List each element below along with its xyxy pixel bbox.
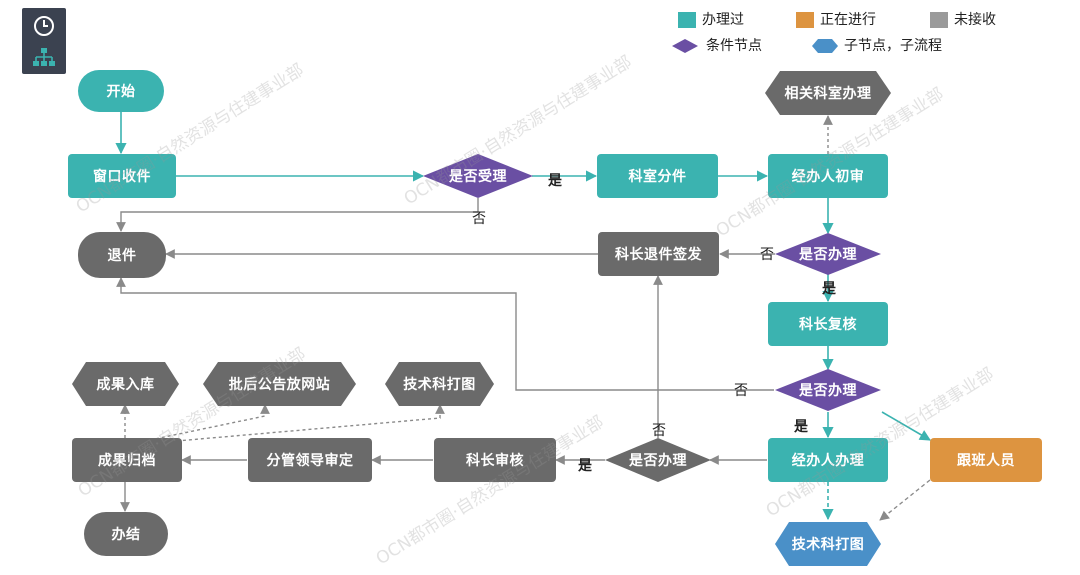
section-assign-node[interactable]: 科室分件	[597, 154, 718, 198]
left-toolbar	[22, 8, 66, 74]
handle2-yes-label: 是	[794, 419, 808, 435]
accept-no-label: 否	[472, 211, 486, 227]
edge-archive-to-tech-map-top	[164, 404, 445, 443]
legend-swatch-done	[678, 12, 696, 28]
accept-check-label: 是否受理	[449, 169, 507, 185]
edge-shadow-to-tech-map	[879, 479, 931, 521]
legend-label-condition: 条件节点	[706, 38, 762, 54]
handle-check-3-label: 是否办理	[629, 453, 687, 469]
related-section-label: 相关科室办理	[784, 86, 872, 102]
finish-node[interactable]: 办结	[84, 512, 168, 556]
legend-swatch-in-progress	[796, 12, 814, 28]
accept-yes-label: 是	[548, 173, 562, 189]
related-section-hexagon[interactable]	[765, 71, 891, 115]
result-archive-node[interactable]: 成果归档	[72, 438, 182, 482]
handle1-yes-label: 是	[822, 281, 836, 297]
handle3-no-label: 否	[652, 423, 666, 439]
window-receive-node[interactable]: 窗口收件	[68, 154, 176, 198]
publish-web-hexagon[interactable]	[203, 362, 356, 406]
handle3-yes-label: 是	[578, 458, 592, 474]
handle-check-1-diamond[interactable]	[775, 233, 881, 275]
history-clock-icon[interactable]	[22, 8, 66, 41]
tech-map-top-hexagon[interactable]	[385, 362, 494, 406]
result-storage-hexagon[interactable]	[72, 362, 179, 406]
legend-label-not-received: 未接收	[954, 12, 996, 28]
tech-map-bottom-hexagon[interactable]	[775, 522, 881, 566]
chief-return-sign-node[interactable]: 科长退件签发	[598, 232, 719, 276]
legend-label-in-progress: 正在进行	[820, 12, 876, 28]
chief-review-node[interactable]: 科长审核	[434, 438, 556, 482]
legend-diamond-icon	[672, 39, 698, 53]
handle-check-2-label: 是否办理	[799, 383, 857, 399]
result-storage-label: 成果入库	[96, 377, 155, 393]
return-node[interactable]: 退件	[78, 232, 166, 278]
tech-map-bottom-label: 技术科打图	[791, 537, 865, 553]
chief-recheck-node[interactable]: 科长复核	[768, 302, 888, 346]
handle2-no-label: 否	[734, 383, 748, 399]
start-node[interactable]: 开始	[78, 70, 164, 112]
handle1-no-label: 否	[760, 247, 774, 263]
legend-label-done: 办理过	[702, 12, 744, 28]
officer-first-review-node[interactable]: 经办人初审	[768, 154, 888, 198]
shadow-staff-node[interactable]: 跟班人员	[930, 438, 1042, 482]
officer-handle-node[interactable]: 经办人办理	[768, 438, 888, 482]
edge-to-shadow-staff	[881, 411, 931, 441]
accept-check-diamond[interactable]	[423, 154, 533, 198]
handle-check-2-diamond[interactable]	[775, 369, 881, 411]
legend-label-subprocess: 子节点，子流程	[844, 38, 942, 54]
edge-accept-no-to-return	[116, 198, 479, 232]
edge-check2-no-to-return	[116, 277, 774, 391]
flowchart-tree-icon[interactable]	[22, 41, 66, 74]
tech-map-top-label: 技术科打图	[403, 377, 476, 393]
leader-approve-node[interactable]: 分管领导审定	[248, 438, 372, 482]
publish-web-label: 批后公告放网站	[228, 377, 331, 393]
legend-hexagon-icon	[812, 39, 838, 53]
handle-check-1-label: 是否办理	[799, 247, 857, 263]
handle-check-3-diamond[interactable]	[605, 438, 711, 482]
legend-swatch-not-received	[930, 12, 948, 28]
